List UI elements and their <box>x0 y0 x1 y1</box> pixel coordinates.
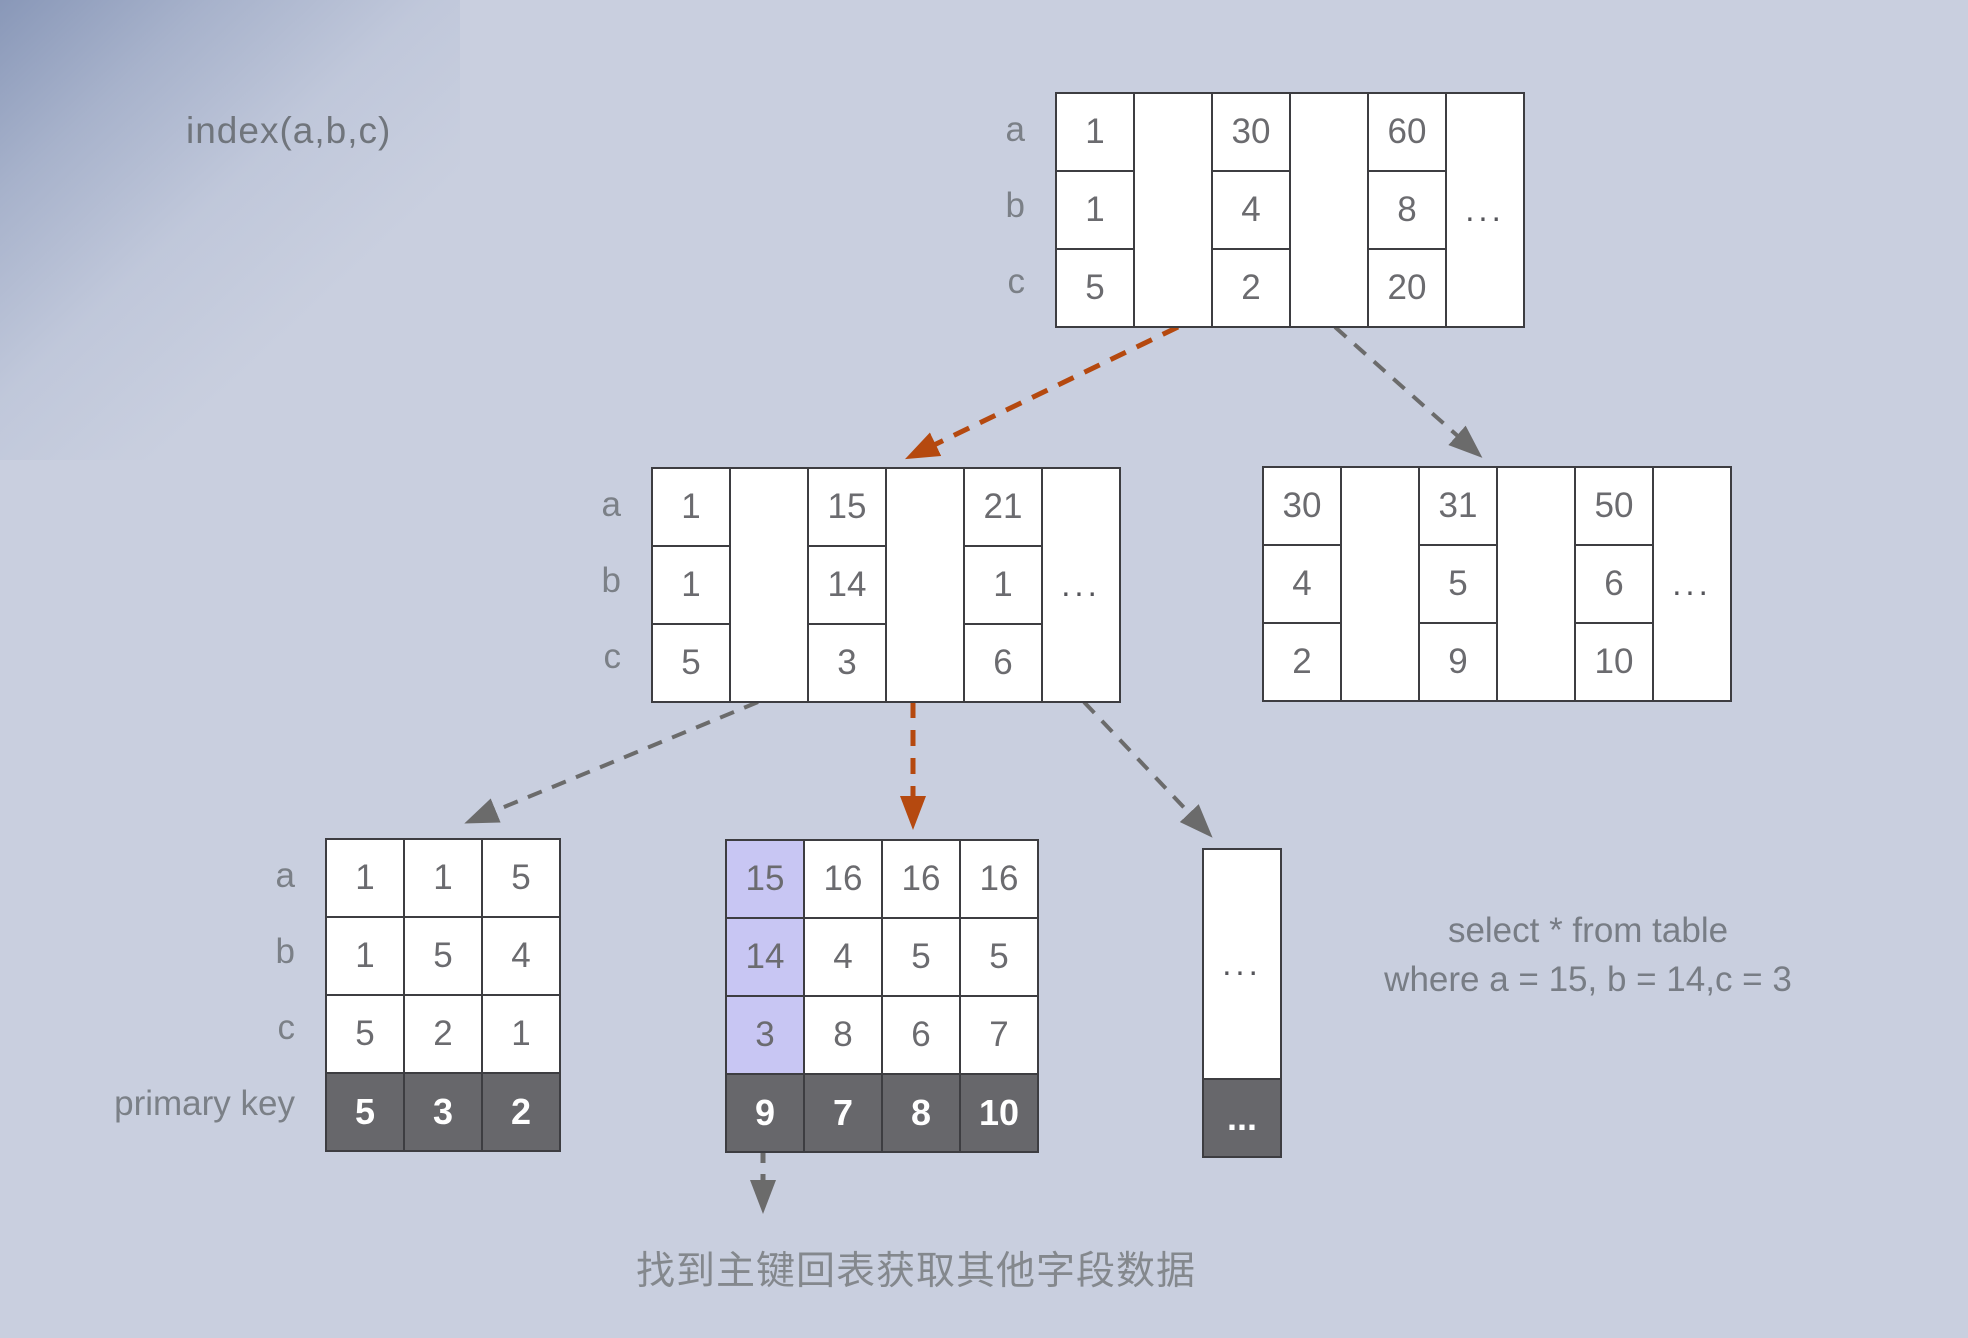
arrow-root-to-internal-right-icon <box>1333 325 1483 458</box>
arrow-root-to-internal-left-query-path-icon <box>904 324 1180 460</box>
sql-line-2: where a = 15, b = 14,c = 3 <box>1384 960 1792 999</box>
primary-key-cell: 7 <box>803 1073 883 1153</box>
primary-key-cell: 2 <box>481 1072 561 1152</box>
cell: 1 <box>963 545 1043 625</box>
cell: 5 <box>881 917 961 997</box>
row-label-b: b <box>1005 186 1025 225</box>
row-label-c: c <box>1007 262 1026 301</box>
ellipsis-cell: ... <box>1202 848 1282 1080</box>
cell: 8 <box>803 995 883 1075</box>
cell: 20 <box>1367 248 1447 328</box>
background-sheen <box>0 0 460 460</box>
row-label-c: c <box>603 637 622 676</box>
leaf-left-row-labels: a b c primary key <box>75 838 295 1142</box>
arrow-internal-left-to-leaf-left-icon <box>464 700 759 824</box>
row-label-b: b <box>275 932 295 971</box>
primary-key-ellipsis-cell: ... <box>1202 1078 1282 1158</box>
cell: 5 <box>1055 248 1135 328</box>
cell: 30 <box>1211 92 1291 172</box>
cell: 2 <box>1262 622 1342 702</box>
internal-left-row-labels: a b c <box>401 467 621 695</box>
cell: 1 <box>325 916 405 996</box>
row-label-a: a <box>275 856 295 895</box>
pointer-cell <box>1340 466 1420 702</box>
cell: 1 <box>481 994 561 1074</box>
ellipsis-cell: ... <box>1445 92 1525 328</box>
pointer-cell <box>1289 92 1369 328</box>
leaf-more-box: ... ... <box>1202 848 1282 1158</box>
internal-left-node-table: 1 15 21 ... 1 14 1 5 3 6 <box>651 467 1121 703</box>
cell: 60 <box>1367 92 1447 172</box>
cell: 16 <box>881 839 961 919</box>
primary-key-cell: 10 <box>959 1073 1039 1153</box>
cell: 1 <box>325 838 405 918</box>
caption-back-to-table: 找到主键回表获取其他字段数据 <box>635 1250 1196 1293</box>
cell: 4 <box>1262 544 1342 624</box>
primary-key-cell: 9 <box>725 1073 805 1153</box>
cell: 6 <box>963 623 1043 703</box>
cell: 8 <box>1367 170 1447 250</box>
cell: 2 <box>403 994 483 1074</box>
cell: 5 <box>481 838 561 918</box>
arrow-internal-left-to-leaf-more-icon <box>1082 700 1213 838</box>
cell: 6 <box>881 995 961 1075</box>
primary-key-cell: 8 <box>881 1073 961 1153</box>
cell: 5 <box>1418 544 1498 624</box>
cell: 1 <box>651 545 731 625</box>
row-label-primary-key: primary key <box>114 1084 295 1123</box>
pointer-cell <box>1133 92 1213 328</box>
cell: 4 <box>803 917 883 997</box>
cell: 16 <box>959 839 1039 919</box>
cell: 31 <box>1418 466 1498 546</box>
root-row-labels: a b c <box>805 92 1025 320</box>
cell: 5 <box>959 917 1039 997</box>
root-node-table: 1 30 60 ... 1 4 8 5 2 20 <box>1055 92 1525 328</box>
cell: 5 <box>403 916 483 996</box>
cell: 5 <box>325 994 405 1074</box>
primary-key-cell: 5 <box>325 1072 405 1152</box>
matched-cell: 14 <box>725 917 805 997</box>
sql-query-text: select * from table where a = 15, b = 14… <box>1368 906 1808 1004</box>
cell: 4 <box>481 916 561 996</box>
row-label-a: a <box>601 485 621 524</box>
cell: 6 <box>1574 544 1654 624</box>
matched-cell: 15 <box>725 839 805 919</box>
pointer-cell <box>729 467 809 703</box>
cell: 7 <box>959 995 1039 1075</box>
matched-cell: 3 <box>725 995 805 1075</box>
cell: 4 <box>1211 170 1291 250</box>
cell: 21 <box>963 467 1043 547</box>
cell: 2 <box>1211 248 1291 328</box>
row-label-c: c <box>277 1008 296 1047</box>
cell: 30 <box>1262 466 1342 546</box>
ellipsis-cell: ... <box>1041 467 1121 703</box>
cell: 1 <box>1055 92 1135 172</box>
leaf-mid-node-table: 15 16 16 16 14 4 5 5 3 8 6 7 9 7 8 10 <box>725 839 1039 1153</box>
cell: 10 <box>1574 622 1654 702</box>
pointer-cell <box>1496 466 1576 702</box>
ellipsis-cell: ... <box>1652 466 1732 702</box>
internal-right-node-table: 30 31 50 ... 4 5 6 2 9 10 <box>1262 466 1732 702</box>
sql-line-1: select * from table <box>1447 911 1729 950</box>
cell: 15 <box>807 467 887 547</box>
cell: 1 <box>651 467 731 547</box>
index-definition-label: index(a,b,c) <box>186 110 392 151</box>
cell: 3 <box>807 623 887 703</box>
leaf-left-node-table: 1 1 5 1 5 4 5 2 1 5 3 2 <box>325 838 561 1152</box>
cell: 16 <box>803 839 883 919</box>
primary-key-cell: 3 <box>403 1072 483 1152</box>
cell: 50 <box>1574 466 1654 546</box>
cell: 1 <box>403 838 483 918</box>
cell: 1 <box>1055 170 1135 250</box>
row-label-a: a <box>1005 110 1025 149</box>
cell: 9 <box>1418 622 1498 702</box>
cell: 14 <box>807 545 887 625</box>
cell: 5 <box>651 623 731 703</box>
pointer-cell <box>885 467 965 703</box>
row-label-b: b <box>601 561 621 600</box>
